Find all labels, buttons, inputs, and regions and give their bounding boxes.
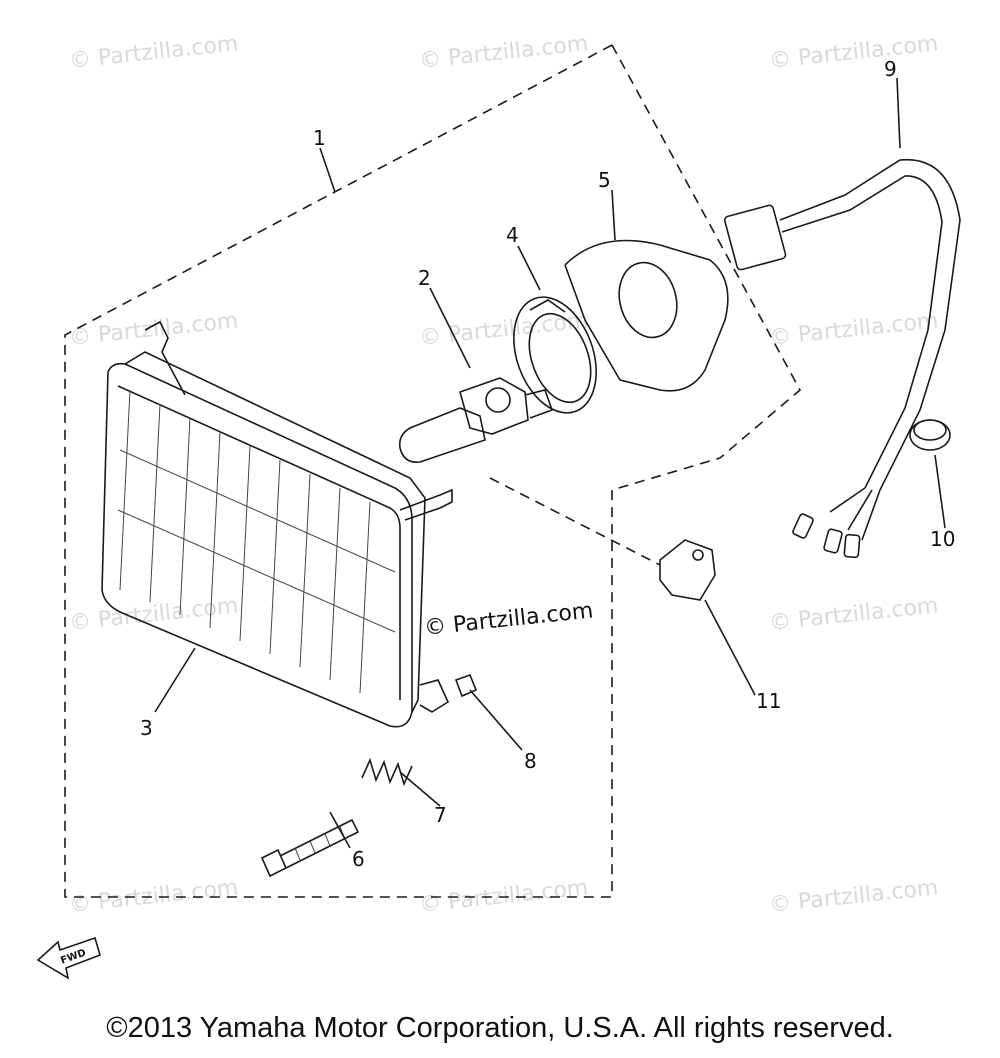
watermark: © Partzilla.com [68,31,239,74]
copyright-notice: ©2013 Yamaha Motor Corporation, U.S.A. A… [106,1012,894,1044]
grommet [909,419,951,451]
callout-4: 4 [506,223,519,247]
dust-cover [564,239,729,392]
watermark: © Partzilla.com [768,593,939,636]
callout-1: 1 [313,126,326,150]
callout-6: 6 [352,847,365,871]
adjusting-screw [260,818,360,878]
watermark: © Partzilla.com [768,875,939,918]
center-watermark: © Partzilla.com [423,598,594,641]
assembly-boundary [64,44,802,898]
nut [454,673,478,698]
clamp [659,539,716,601]
front-arrow-label: FWD [59,948,87,967]
spring [361,757,413,787]
callout-2: 2 [418,266,431,290]
callout-numbers: 1 2 3 4 5 6 7 8 9 10 11 [140,57,955,871]
wire-harness [723,158,961,559]
callout-7: 7 [434,803,447,827]
bulb-retainer [513,296,597,414]
watermark: © Partzilla.com [68,593,239,636]
callout-9: 9 [884,57,897,81]
watermarks: © Partzilla.com © Partzilla.com © Partzi… [68,31,939,918]
callout-11: 11 [756,689,781,713]
headlight-lens [101,320,453,728]
watermark: © Partzilla.com [768,31,939,74]
callout-10: 10 [930,527,955,551]
watermark: © Partzilla.com [68,308,239,351]
leader-lines [154,77,946,849]
watermark: © Partzilla.com [768,308,939,351]
bulb [398,377,554,464]
front-direction-arrow-icon: FWD [36,936,101,980]
watermark: © Partzilla.com [418,31,589,74]
callout-5: 5 [598,168,611,192]
callout-8: 8 [524,749,537,773]
callout-3: 3 [140,716,153,740]
